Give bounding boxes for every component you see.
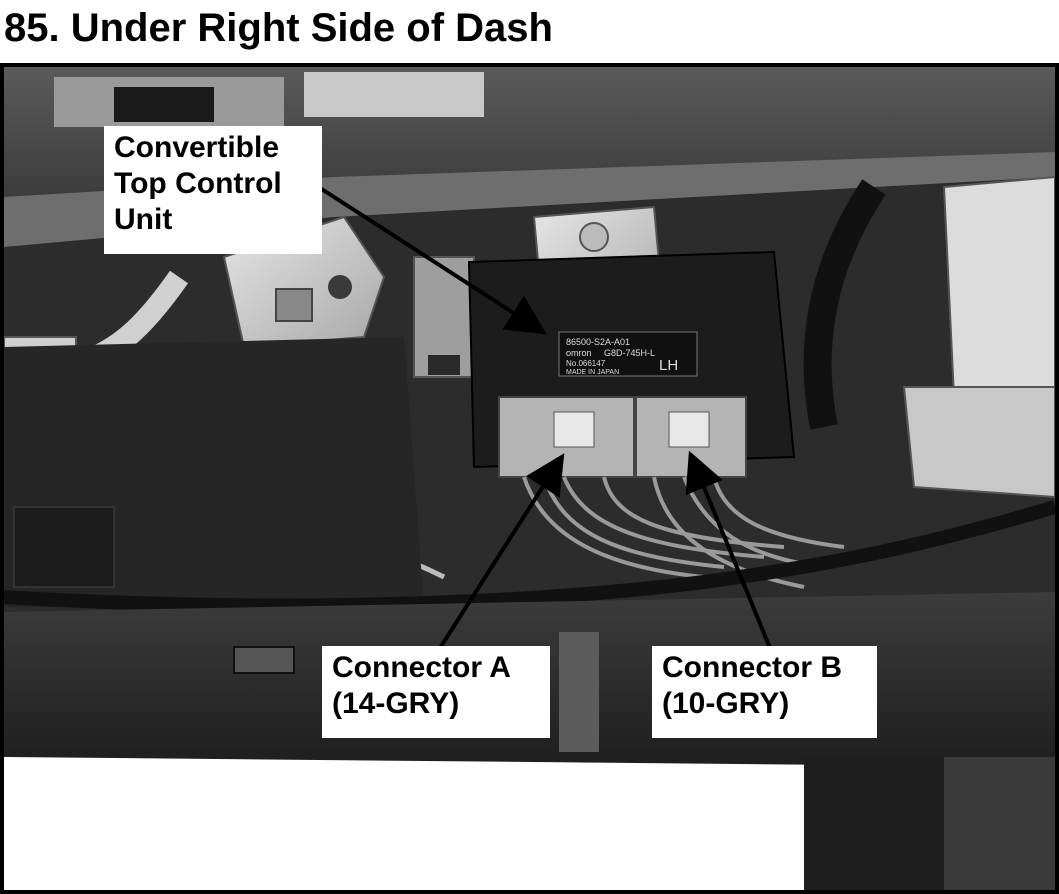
right-connector-lower: [902, 386, 1055, 499]
label-brand: omron: [566, 348, 592, 358]
right-corrugated-harness: [803, 179, 886, 430]
bottom-dark-panel: [804, 757, 944, 890]
callout-control-unit: Convertible Top Control Unit: [104, 126, 322, 254]
arrow-connector-a: [438, 453, 565, 650]
center-bolt: [579, 222, 609, 252]
page-title: 85. Under Right Side of Dash: [4, 6, 553, 50]
upper-dash-edge: [4, 152, 1055, 247]
lower-dash-slot: [233, 646, 295, 674]
label-model: G8D-745H-L: [604, 348, 655, 358]
label-part-number: 86500-S2A-A01: [566, 337, 630, 347]
lower-corrugated-tube: [4, 500, 1055, 613]
left-bin-grid: [13, 506, 115, 588]
upper-vent-opening: [114, 87, 214, 122]
bottom-white-panel: [4, 757, 1055, 890]
arrow-connector-b: [685, 450, 772, 649]
upper-panel-light: [304, 72, 484, 117]
metal-tab-slot: [428, 355, 460, 375]
callout-connector-b: Connector B (10-GRY): [652, 646, 877, 738]
right-connector-block: [942, 175, 1055, 409]
bottom-right-panel: [944, 757, 1055, 890]
control-unit-label: [558, 331, 698, 377]
connector-a-latch: [553, 411, 595, 448]
callout-connector-a: Connector A (14-GRY): [322, 646, 550, 738]
bracket-hole: [328, 275, 352, 299]
label-side: LH: [659, 357, 678, 374]
lower-dash-pillar: [559, 632, 599, 752]
label-serial: No.066147: [566, 359, 606, 368]
arrow-control-unit: [318, 186, 547, 335]
label-origin: MADE IN JAPAN: [566, 369, 619, 376]
bracket-nut: [275, 288, 313, 322]
connector-b-latch: [668, 411, 710, 448]
photo-illustration: 86500-S2A-A01 omron G8D-745H-L No.066147…: [4, 67, 1055, 890]
